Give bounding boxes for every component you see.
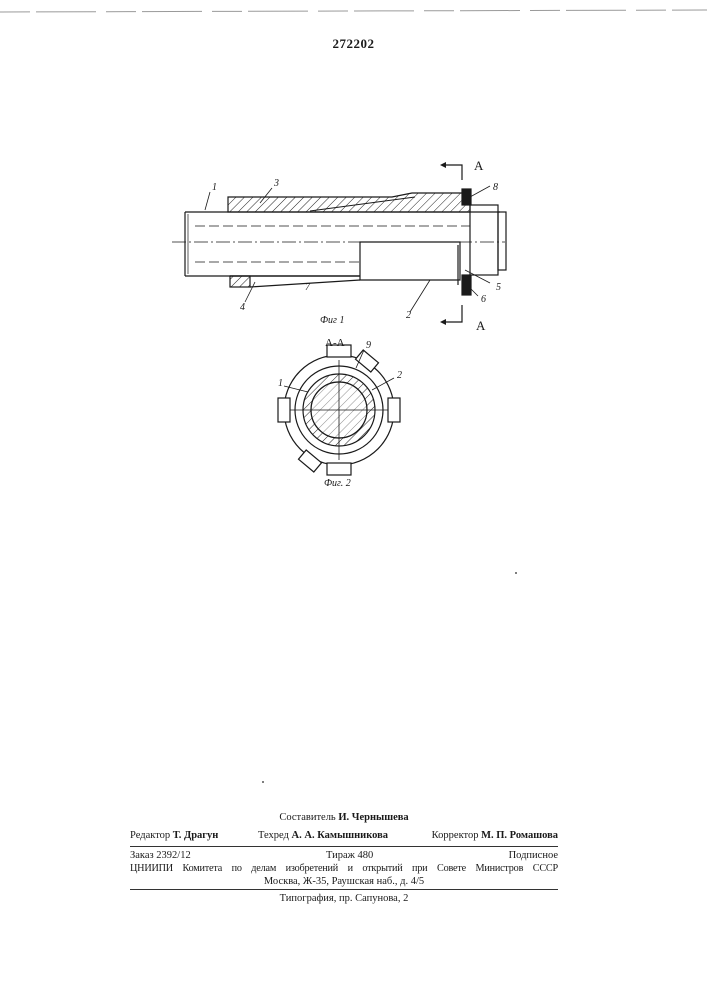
section-title-aa: А-А	[325, 337, 345, 349]
institute-line: ЦНИИПИ Комитета по делам изобретений и о…	[130, 863, 558, 874]
circulation: Тираж 480	[326, 850, 373, 861]
editor: Редактор Т. Драгун	[130, 830, 218, 841]
callout-9: 9	[366, 340, 371, 351]
divider-bottom	[130, 889, 558, 890]
editor-name: Т. Драгун	[173, 830, 219, 841]
fig2-callout-2: 2	[397, 370, 402, 381]
compiler-name: И. Чернышева	[338, 812, 408, 823]
fig2-caption: Фиг. 2	[324, 478, 351, 489]
order-number: Заказ 2392/12	[130, 850, 191, 861]
divider-top	[130, 846, 558, 847]
callout-8: 8	[493, 182, 498, 193]
figure-2	[278, 345, 400, 475]
corrector: Корректор М. П. Ромашова	[432, 830, 558, 841]
callout-4: 4	[240, 302, 245, 313]
callout-5: 5	[496, 282, 501, 293]
editor-label: Редактор	[130, 830, 170, 841]
callout-1: 1	[212, 182, 217, 193]
techeditor-label: Техред	[258, 830, 289, 841]
fig1-caption: Фиг 1	[320, 315, 344, 326]
techeditor: Техред А. А. Камышникова	[258, 830, 388, 841]
callout-2: 2	[406, 310, 411, 321]
fig2-callout-1: 1	[278, 378, 283, 389]
callout-6: 6	[481, 294, 486, 305]
compiler-line: Составитель И. Чернышева	[130, 812, 558, 823]
callout-3: 3	[273, 178, 279, 189]
techeditor-name: А. А. Камышникова	[292, 830, 389, 841]
corrector-label: Корректор	[432, 830, 479, 841]
corrector-name: М. П. Ромашова	[481, 830, 558, 841]
figure-1	[172, 162, 506, 325]
section-marker-top: А	[474, 158, 484, 173]
printing-house: Типография, пр. Сапунова, 2	[130, 893, 558, 904]
section-marker-bottom: А	[476, 318, 486, 333]
subscription: Подписное	[509, 850, 558, 861]
address-line: Москва, Ж-35, Раушская наб., д. 4/5	[130, 876, 558, 887]
compiler-label: Составитель	[279, 812, 335, 823]
